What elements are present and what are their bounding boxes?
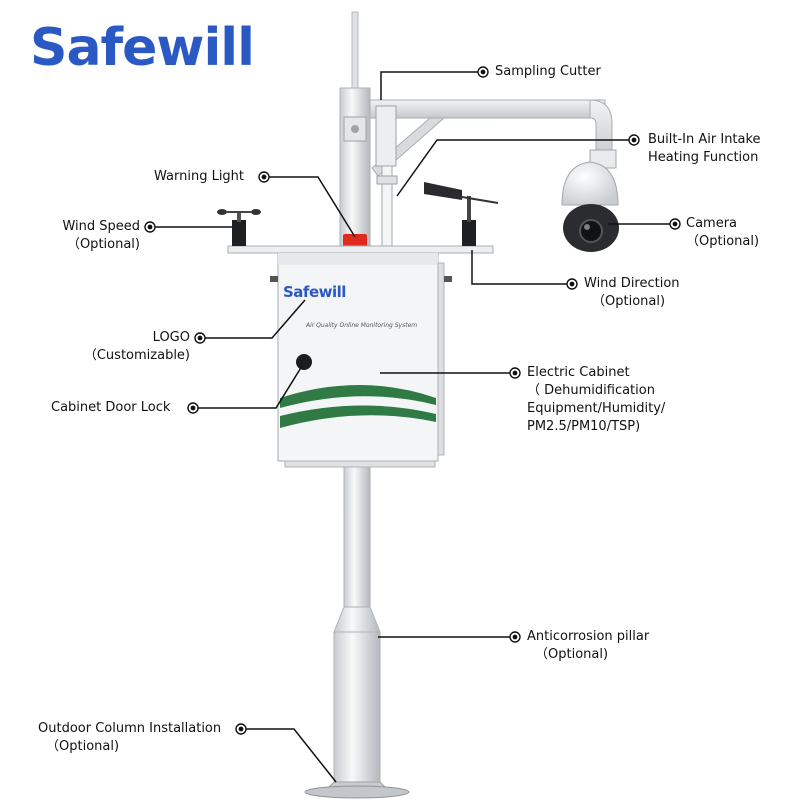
leader-sampling-cutter bbox=[380, 71, 480, 100]
cabinet-logo: Safewill bbox=[283, 283, 346, 301]
label-camera: Camera （Optional) bbox=[686, 216, 760, 249]
leader-markers bbox=[144, 66, 681, 735]
sampling-cutter bbox=[375, 105, 397, 167]
label-door-lock: Cabinet Door Lock bbox=[51, 400, 171, 415]
marker-sampling-cutter bbox=[477, 66, 489, 78]
label-pillar: Anticorrosion pillar （Optional) bbox=[527, 629, 650, 662]
label-column: Outdoor Column Installation （Optional) bbox=[38, 721, 222, 754]
leader-warning-light bbox=[266, 176, 356, 238]
label-electric-cabinet: Electric Cabinet （ Dehumidification Equi… bbox=[527, 365, 666, 434]
label-wind-direction: Wind Direction （Optional) bbox=[584, 276, 680, 309]
marker-air-intake bbox=[628, 134, 640, 146]
label-warning-light: Warning Light bbox=[154, 169, 245, 184]
wind-direction-base bbox=[462, 220, 476, 246]
brand-logo: Safewill bbox=[30, 18, 255, 78]
label-sampling-cutter: Sampling Cutter bbox=[495, 64, 601, 79]
pillar-flare bbox=[333, 606, 381, 633]
label-logo: LOGO （Customizable) bbox=[83, 330, 190, 363]
wind-vane bbox=[424, 182, 462, 200]
marker-wind-speed bbox=[144, 221, 156, 233]
camera-lens bbox=[579, 219, 603, 243]
antenna bbox=[351, 11, 359, 93]
wind-speed-base bbox=[232, 220, 246, 246]
camera-arm bbox=[369, 99, 606, 119]
base-flange bbox=[304, 785, 410, 799]
marker-wind-direction bbox=[566, 278, 578, 290]
marker-column bbox=[235, 723, 247, 735]
marker-cabinet bbox=[509, 367, 521, 379]
cabinet-subtitle: Air Quality Online Monitoring System bbox=[306, 322, 418, 329]
camera-dome bbox=[561, 161, 619, 206]
warning-light bbox=[343, 234, 367, 248]
upper-mast bbox=[339, 87, 371, 249]
top-plate bbox=[227, 245, 494, 254]
marker-camera bbox=[669, 218, 681, 230]
pillar-lower bbox=[333, 631, 381, 783]
door-lock bbox=[296, 354, 312, 370]
leader-air-intake bbox=[396, 139, 630, 197]
leader-column bbox=[244, 728, 337, 783]
marker-door-lock bbox=[187, 402, 199, 414]
leader-lines bbox=[146, 71, 672, 783]
cabinet-stripe-1 bbox=[280, 385, 436, 408]
leader-logo bbox=[205, 299, 306, 339]
cabinet-stripe-2 bbox=[280, 405, 436, 428]
pillar-upper bbox=[343, 466, 371, 608]
label-wind-speed: Wind Speed （Optional) bbox=[62, 219, 140, 252]
label-air-intake: Built-In Air Intake Heating Function bbox=[648, 132, 761, 165]
marker-pillar bbox=[509, 631, 521, 643]
leader-wind-direction bbox=[471, 250, 570, 285]
leader-door-lock bbox=[195, 365, 303, 409]
marker-logo bbox=[194, 332, 206, 344]
marker-warning-light bbox=[258, 171, 270, 183]
